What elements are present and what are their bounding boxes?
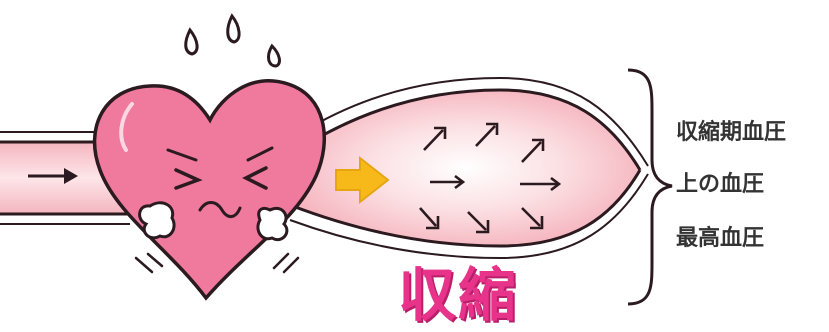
- inflow-arrow-icon: [28, 168, 78, 184]
- heart-character-icon: [92, 79, 327, 301]
- arrow-right-icon: [430, 174, 466, 190]
- flow-arrow-icon: [335, 155, 390, 205]
- sweat-drop-icon: [184, 13, 281, 68]
- shake-marks-icon: [134, 252, 300, 274]
- arrow-up-right-icon: [423, 126, 447, 151]
- expanded-artery: [289, 76, 649, 260]
- arrow-down-right-icon: [467, 211, 490, 234]
- arrow-up-right-icon: [475, 122, 499, 147]
- curly-brace-icon: [627, 68, 673, 306]
- term-upper-bp: 上の血圧: [676, 172, 765, 197]
- contraction-label: 収縮: [398, 261, 519, 329]
- arrow-down-right-icon: [419, 207, 440, 230]
- term-systolic-bp: 収縮期血圧: [676, 120, 787, 145]
- arrow-down-right-icon: [521, 207, 544, 230]
- term-max-bp: 最高血圧: [676, 226, 765, 251]
- arrow-up-right-icon: [521, 138, 545, 163]
- arrow-right-icon: [520, 176, 562, 192]
- pressure-arrows: [419, 122, 562, 234]
